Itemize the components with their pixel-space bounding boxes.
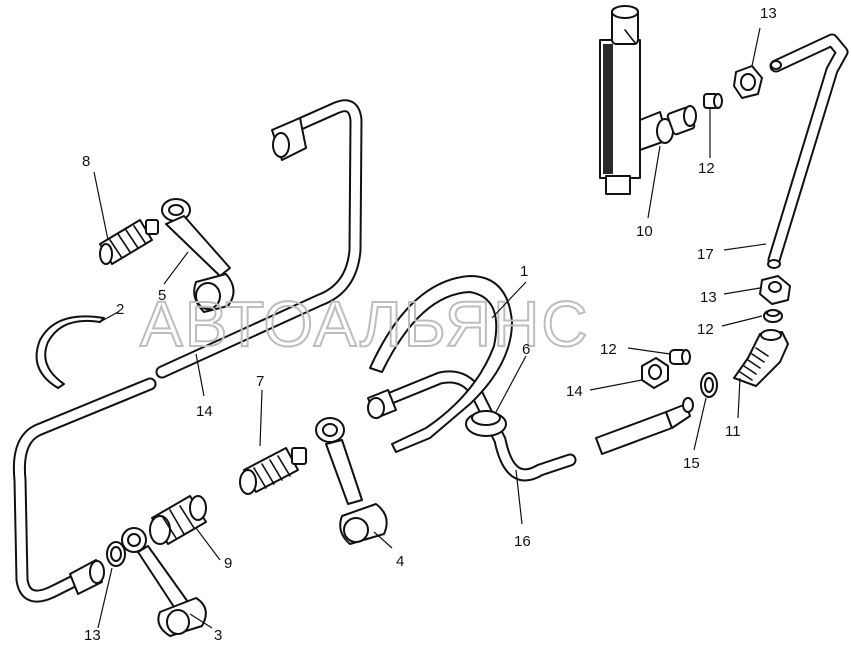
hydraulic-cylinder — [599, 5, 669, 195]
adapter-fitting — [595, 397, 694, 455]
nut-13-middle — [641, 357, 669, 389]
callout-labels: 13 12 10 17 13 12 12 14 11 15 1 6 16 8 5… — [82, 5, 777, 644]
callout-16: 14 — [196, 403, 213, 420]
ring-14-right — [700, 372, 718, 398]
ferrule-12-right — [763, 309, 783, 323]
callout-2: 2 — [116, 301, 124, 318]
elbow-fitting-11 — [733, 329, 789, 387]
callout-12-right: 12 — [697, 321, 714, 338]
callout-12-top: 12 — [698, 160, 715, 177]
ring-14-left — [106, 541, 126, 567]
callout-7: 7 — [256, 373, 264, 390]
pipe-16-lower — [12, 377, 157, 603]
callout-13-top: 13 — [760, 5, 777, 22]
quick-coupling-8 — [99, 219, 159, 265]
coupling-socket-9 — [149, 495, 207, 545]
callout-6: 6 — [522, 341, 530, 358]
callout-9: 9 — [224, 555, 232, 572]
dust-cap-3 — [121, 527, 207, 637]
callout-15: 16 — [514, 533, 531, 550]
callout-17: 17 — [697, 246, 714, 263]
callout-1: 1 — [520, 263, 528, 280]
pipe-16-upper — [155, 99, 363, 379]
grommet-6 — [465, 410, 507, 437]
callout-8: 8 — [82, 153, 90, 170]
snap-ring-2 — [35, 315, 105, 389]
pipe-17 — [767, 33, 849, 269]
callout-10: 10 — [636, 223, 653, 240]
callout-14-left: 13 — [84, 627, 101, 644]
leader-lines — [93, 27, 767, 629]
watermark-text: АВТОАЛЬЯНС — [140, 288, 590, 360]
callout-5: 5 — [158, 287, 166, 304]
nut-13-top — [733, 65, 763, 99]
callout-14-right: 15 — [683, 455, 700, 472]
ferrule-12-top — [703, 93, 723, 109]
quick-coupling-7 — [239, 447, 307, 495]
ferrule-12-middle — [669, 349, 691, 365]
callout-12-middle: 12 — [600, 341, 617, 358]
union-fitting-10 — [656, 105, 697, 144]
callout-13-middle: 14 — [566, 383, 583, 400]
nut-13-right — [759, 275, 791, 305]
dust-cap-5 — [161, 198, 235, 313]
callout-3: 3 — [214, 627, 222, 644]
dust-cap-4 — [315, 417, 388, 545]
bent-pipe-15 — [367, 370, 577, 482]
callout-11: 11 — [725, 423, 741, 440]
clamp-1 — [369, 275, 513, 453]
callout-13-right: 13 — [700, 289, 717, 306]
callout-4: 4 — [396, 553, 404, 570]
